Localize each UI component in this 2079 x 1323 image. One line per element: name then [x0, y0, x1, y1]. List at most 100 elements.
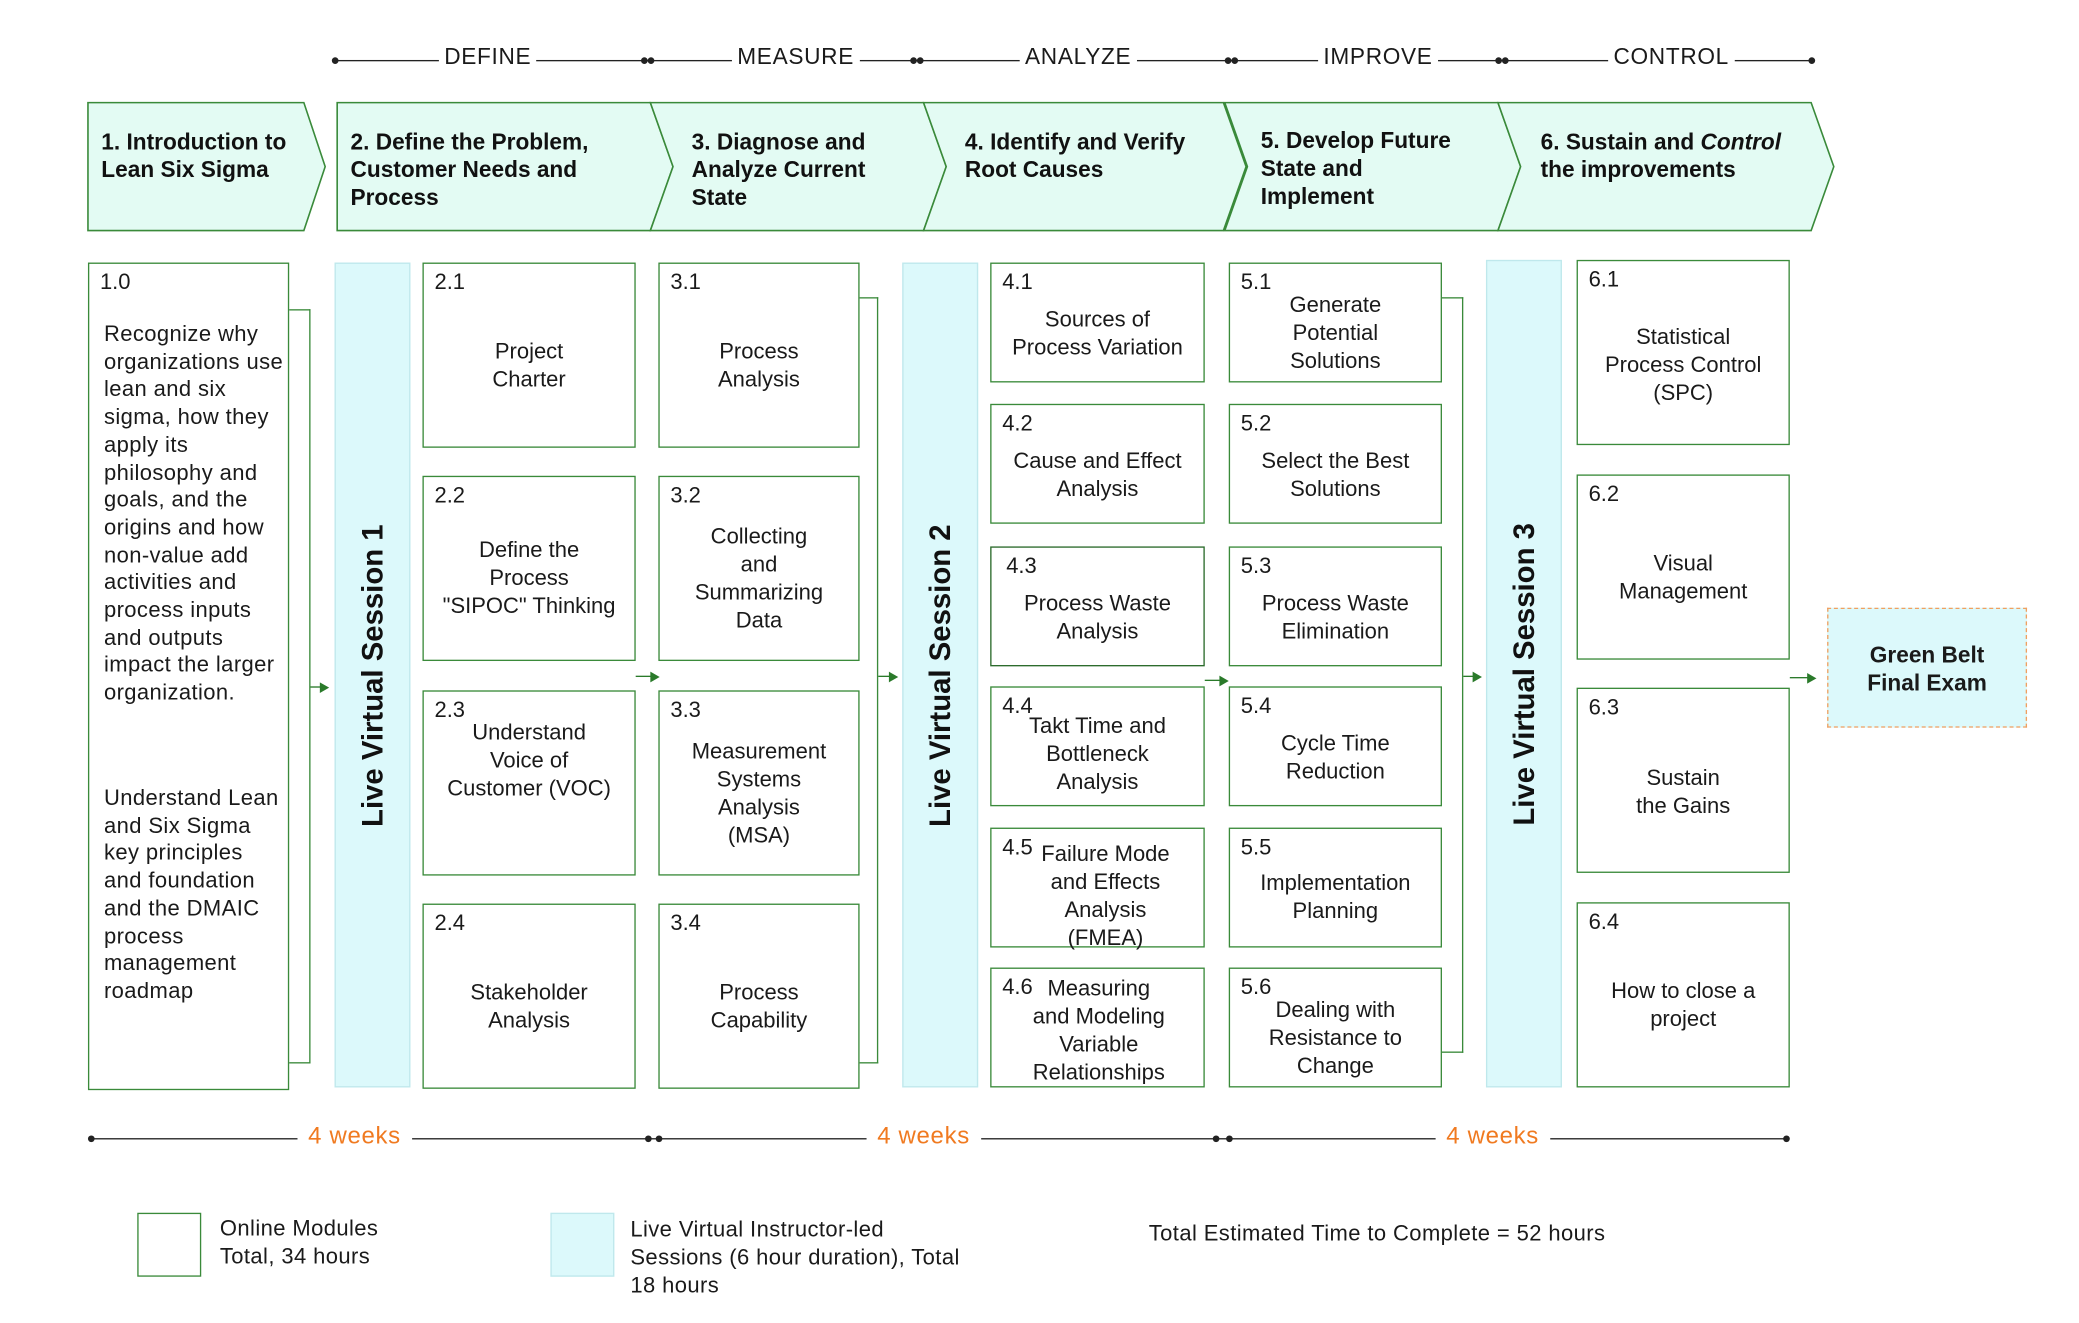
flow-arrow	[878, 671, 899, 682]
module-title: Understand Voice of Customer (VOC)	[447, 720, 611, 801]
module-4-6[interactable]: 4.6 Measuring and Modeling Variable Rela…	[990, 967, 1205, 1088]
phase-dot	[331, 57, 339, 64]
module-4-5[interactable]: 4.5 Failure Mode and Effects Analysis (F…	[990, 827, 1205, 950]
bracket	[289, 309, 311, 1064]
module-number: 3.1	[670, 270, 701, 295]
flow-arrow	[1204, 675, 1229, 686]
module-number: 6.4	[1588, 910, 1620, 935]
chevron-step-1: 1. Introduction to Lean Six Sigma	[87, 101, 328, 232]
module-2-3[interactable]: 2.3 Understand Voice of Customer (VOC)	[422, 690, 636, 876]
module-4-3[interactable]: 4.3 Process Waste Analysis	[990, 546, 1205, 667]
module-2-4[interactable]: 2.4 Stakeholder Analysis	[422, 903, 636, 1089]
module-4-1[interactable]: 4.1 Sources of Process Variation	[990, 262, 1205, 383]
module-number: 6.2	[1588, 482, 1620, 507]
module-5-3[interactable]: 5.3 Process Waste Elimination	[1228, 546, 1442, 667]
module-title: Generate Potential Solutions	[1289, 293, 1382, 374]
phase-dot	[1224, 57, 1232, 64]
module-number: 5.3	[1240, 554, 1272, 579]
module-number: 2.3	[434, 698, 466, 723]
chevron-title: 2. Define the Problem, Customer Needs an…	[350, 129, 589, 211]
module-number: 1.0	[99, 270, 131, 295]
module-number: 4.2	[1002, 411, 1033, 436]
module-title: Process Capability	[710, 980, 808, 1033]
phase-dot	[910, 57, 917, 64]
module-3-4[interactable]: 3.4 Process Capability	[658, 903, 860, 1089]
weeks-label: 4 weeks	[297, 1122, 412, 1151]
module-6-3[interactable]: 6.3 Sustain the Gains	[1576, 687, 1790, 873]
legend-total: Total Estimated Time to Complete = 52 ho…	[1148, 1222, 1606, 1247]
phase-define: DEFINE	[438, 43, 537, 71]
chevron-title: 3. Diagnose and Analyze Current State	[691, 129, 866, 211]
weeks-dot	[655, 1135, 663, 1143]
module-3-3[interactable]: 3.3 Measurement Systems Analysis (MSA)	[658, 690, 860, 876]
module-number: 3.3	[670, 698, 701, 723]
legend-online: Online Modules Total, 34 hours	[219, 1216, 379, 1269]
live-session-1[interactable]: Live Virtual Session 1	[334, 262, 411, 1088]
live-session-2[interactable]: Live Virtual Session 2	[902, 262, 979, 1088]
phase-dot	[647, 57, 655, 64]
weeks-dot	[1212, 1135, 1220, 1143]
chevron-title: 6. Sustain and Control the improvements	[1540, 129, 1782, 183]
module-title: Statistical Process Control (SPC)	[1604, 325, 1762, 406]
module-title: Visual Management	[1619, 551, 1748, 604]
chevron-title: 5. Develop Future State and Implement	[1260, 127, 1451, 210]
phase-dot	[641, 57, 648, 64]
module-number: 4.5	[1002, 835, 1033, 860]
bracket	[859, 297, 879, 1064]
module-number: 3.4	[670, 911, 701, 936]
module-5-1[interactable]: 5.1 Generate Potential Solutions	[1228, 262, 1442, 383]
phase-dot	[1808, 57, 1816, 64]
module-5-4[interactable]: 5.4 Cycle Time Reduction	[1228, 686, 1442, 807]
live-session-3[interactable]: Live Virtual Session 3	[1485, 259, 1562, 1088]
final-exam[interactable]: Green Belt Final Exam	[1827, 607, 2028, 728]
module-number: 5.1	[1240, 270, 1272, 295]
module-title: Project Charter	[492, 339, 566, 392]
module-1-0[interactable]: 1.0 Recognize why organizations use lean…	[87, 262, 290, 1091]
module-title: Process Waste Analysis	[1023, 591, 1172, 644]
module-title: Process Waste Elimination	[1261, 591, 1409, 644]
weeks-dot	[87, 1135, 95, 1143]
module-6-2[interactable]: 6.2 Visual Management	[1576, 474, 1790, 660]
bracket	[1441, 297, 1464, 1053]
module-number: 4.3	[1006, 554, 1037, 579]
module-title: Measuring and Modeling Variable Relation…	[1032, 976, 1165, 1085]
phase-dot	[916, 57, 924, 64]
module-number: 6.3	[1588, 695, 1620, 720]
intro-text-1: Recognize why organizations use lean and…	[103, 322, 284, 706]
legend-live: Live Virtual Instructor-led Sessions (6 …	[630, 1218, 960, 1299]
module-number: 4.4	[1002, 694, 1033, 719]
module-title: Dealing with Resistance to Change	[1268, 998, 1402, 1079]
module-number: 2.1	[434, 270, 466, 295]
module-title: Collecting and Summarizing Data	[694, 525, 824, 634]
module-title: Cause and Effect Analysis	[1013, 449, 1182, 502]
module-4-4[interactable]: 4.4 Takt Time and Bottleneck Analysis	[990, 686, 1205, 807]
chevron-step-2: 2. Define the Problem, Customer Needs an…	[336, 101, 677, 232]
module-5-5[interactable]: 5.5 Implementation Planning	[1228, 827, 1442, 948]
weeks-dot	[1783, 1135, 1790, 1143]
module-title: Cycle Time Reduction	[1280, 731, 1390, 784]
module-2-2[interactable]: 2.2 Define the Process "SIPOC" Thinking	[422, 475, 636, 662]
module-number: 2.4	[434, 911, 466, 936]
module-number: 4.1	[1002, 270, 1033, 295]
module-title: Stakeholder Analysis	[470, 980, 588, 1033]
phase-improve: IMPROVE	[1318, 43, 1438, 71]
module-6-1[interactable]: 6.1 Statistical Process Control (SPC)	[1576, 259, 1790, 446]
module-title: Sustain the Gains	[1636, 766, 1731, 819]
module-4-2[interactable]: 4.2 Cause and Effect Analysis	[990, 403, 1205, 524]
chevron-step-3: 3. Diagnose and Analyze Current State	[649, 101, 950, 232]
flow-arrow	[1463, 671, 1482, 682]
module-5-2[interactable]: 5.2 Select the Best Solutions	[1228, 403, 1442, 524]
intro-text-2: Understand Lean and Six Sigma key princi…	[103, 786, 279, 1004]
flow-arrow	[635, 671, 660, 682]
phase-dot	[1501, 57, 1509, 64]
weeks-dot	[1226, 1135, 1233, 1143]
module-3-1[interactable]: 3.1 Process Analysis	[658, 262, 860, 448]
module-2-1[interactable]: 2.1 Project Charter	[422, 262, 636, 448]
module-5-6[interactable]: 5.6 Dealing with Resistance to Change	[1228, 967, 1442, 1088]
module-number: 6.1	[1588, 267, 1620, 292]
module-6-4[interactable]: 6.4 How to close a project	[1576, 902, 1790, 1088]
chevron-step-6: 6. Sustain and Control the improvements	[1496, 101, 1839, 232]
module-title: Define the Process "SIPOC" Thinking	[442, 538, 616, 619]
module-3-2[interactable]: 3.2 Collecting and Summarizing Data	[658, 475, 860, 662]
